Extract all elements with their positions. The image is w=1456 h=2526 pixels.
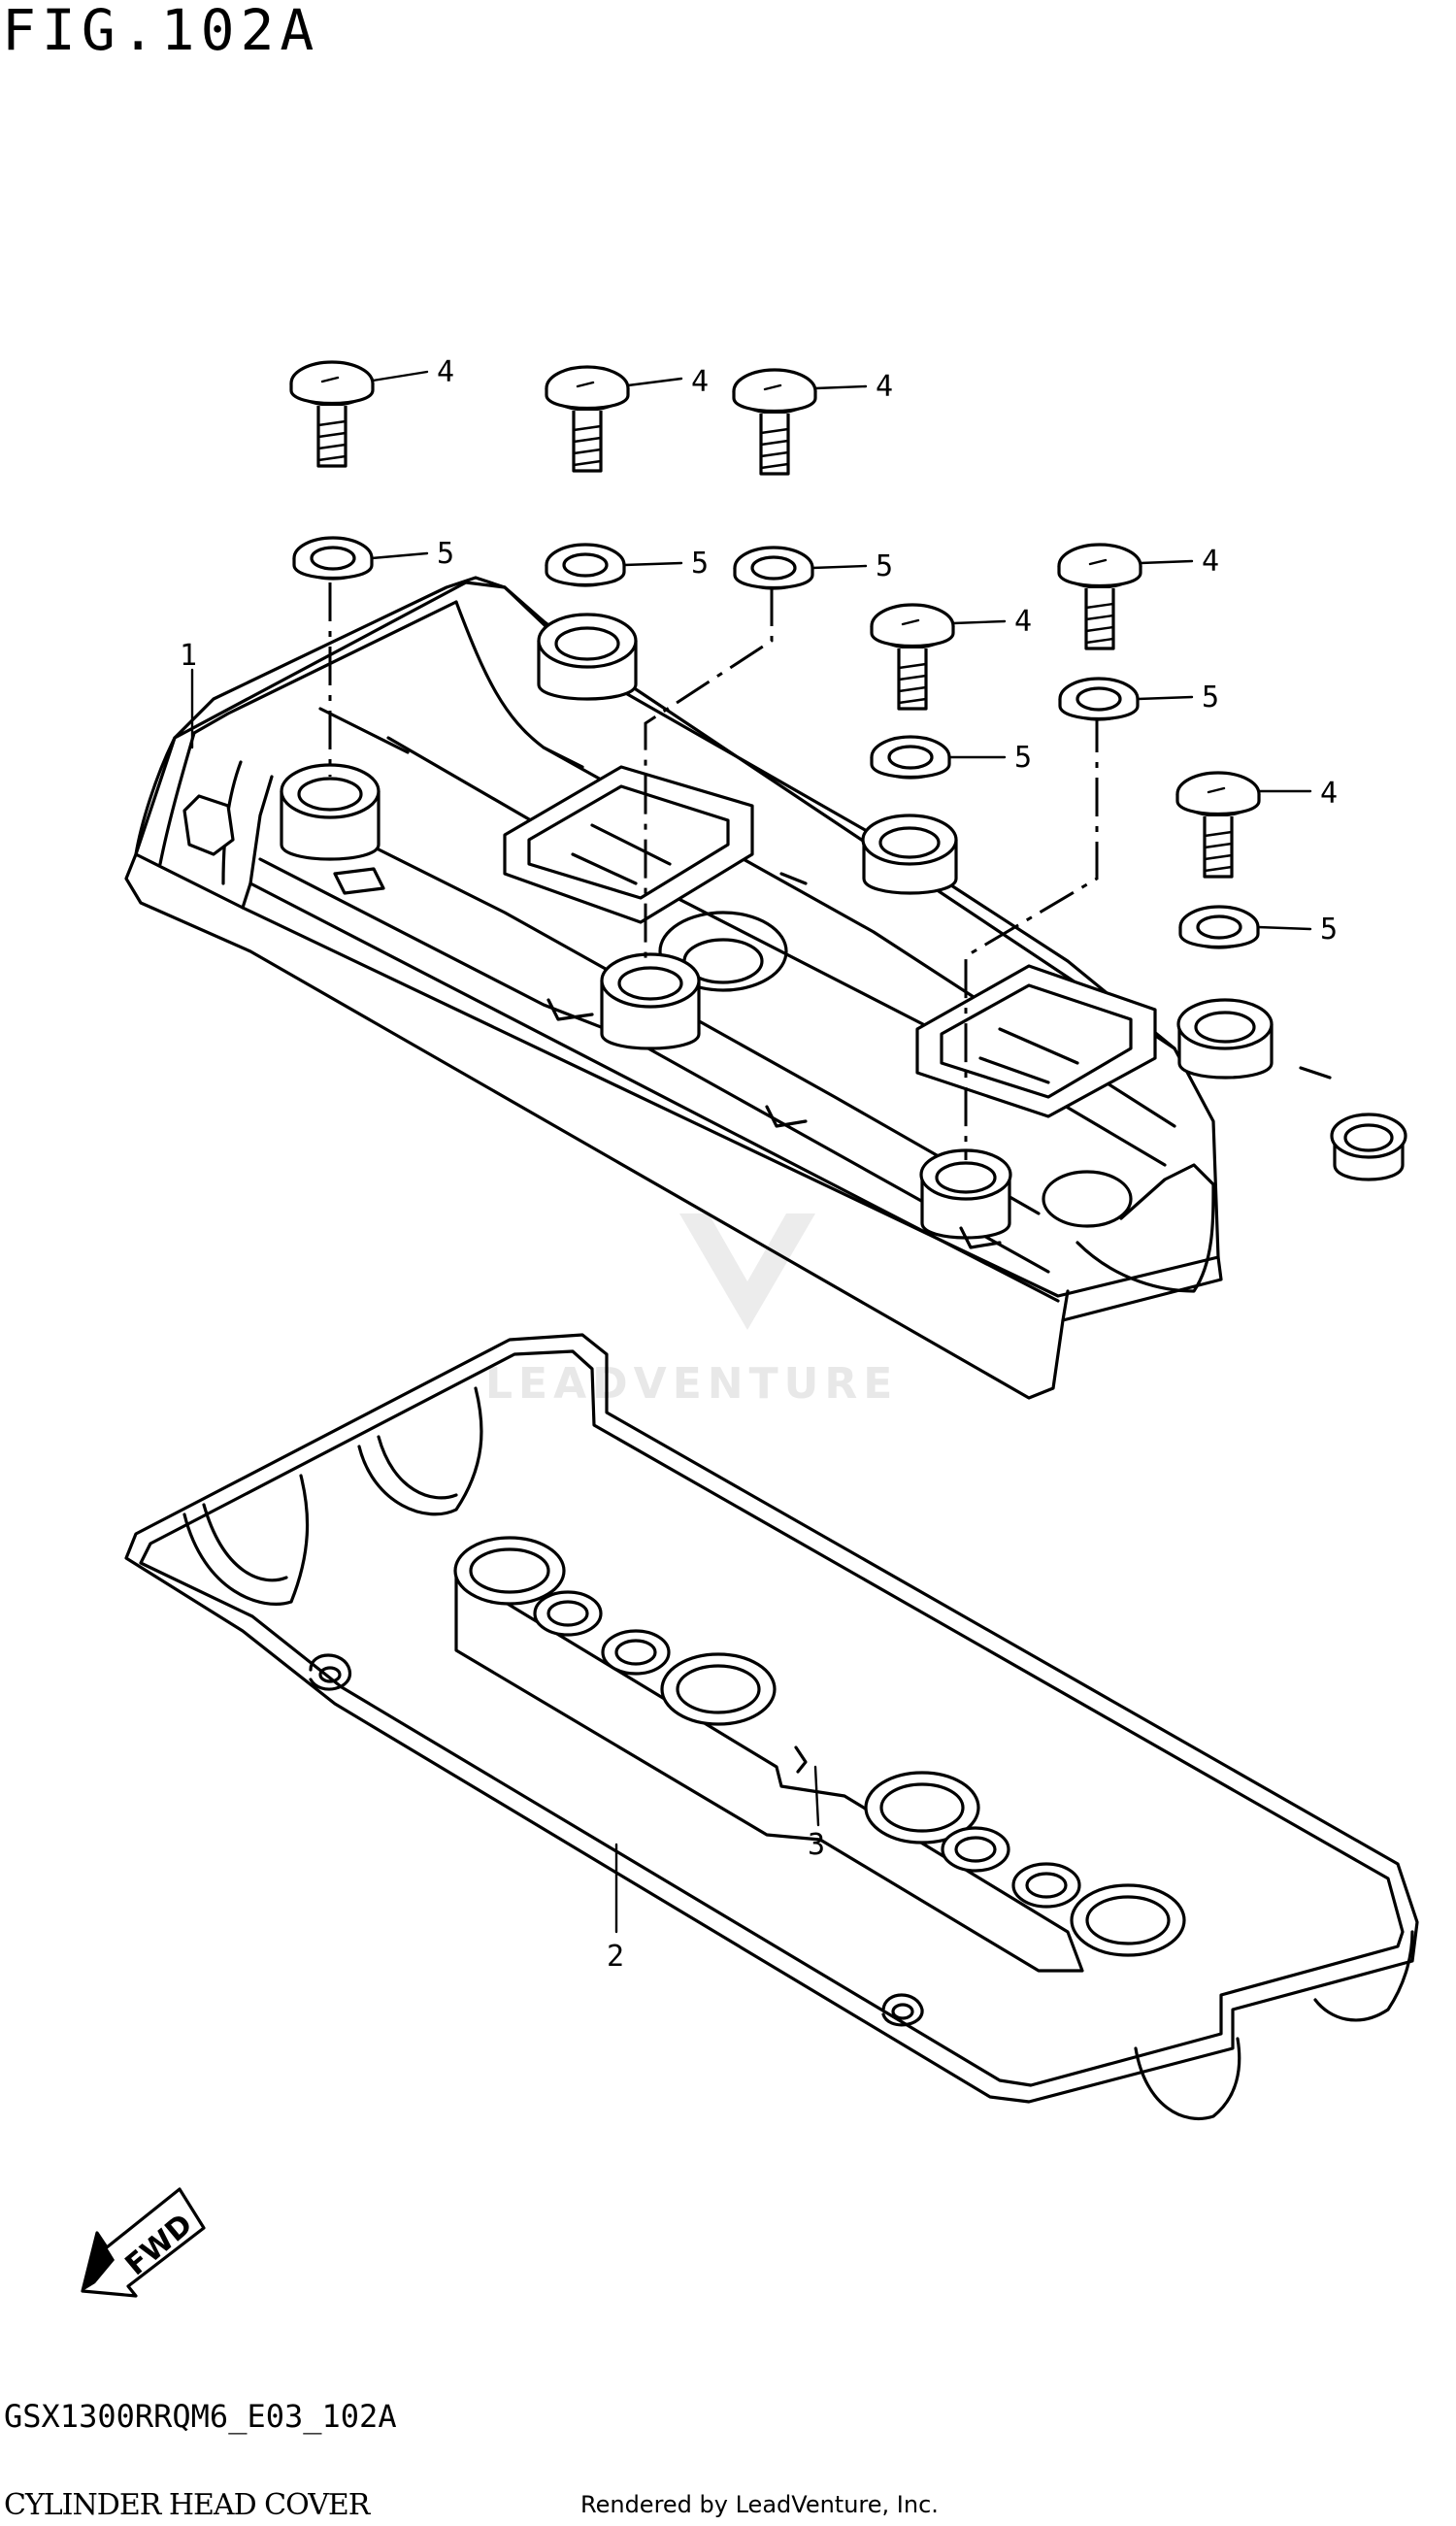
bolt-boss [600,952,701,1050]
assembly-centerlines [328,582,1099,1160]
washer-5-b [545,543,626,587]
bolt-4-e [870,603,955,711]
gasket-ring [941,1826,1010,1873]
spark-plug-hole-gasket [453,1536,1186,1973]
gasket-ring [660,1652,777,1726]
bolt-4-b [545,365,630,473]
bolt-boss [1176,998,1274,1080]
callout-4: 4 [876,370,893,404]
callout-4: 4 [691,365,709,399]
callout-5: 5 [1014,741,1032,775]
gasket-ring [864,1771,980,1845]
callout-1: 1 [180,639,197,673]
figure-title: FIG.102A [2,0,320,63]
callout-3: 3 [808,1828,825,1862]
callout-5: 5 [1202,681,1219,715]
callout-5: 5 [1320,913,1338,947]
washer-5-e [870,735,951,780]
gasket-ring [601,1629,671,1676]
callout-5: 5 [437,537,454,571]
bolt-4-a [289,360,375,468]
bolt-boss [280,763,381,861]
bolt-boss [537,613,638,701]
callout-4: 4 [1202,545,1219,579]
watermark-text: LEADVENTURE [485,1359,898,1409]
bolt-4-d [1057,543,1142,650]
callout-4: 4 [437,355,454,389]
callout-4: 4 [1320,777,1338,811]
callout-5: 5 [691,547,709,581]
bolt-4-f [1175,771,1261,879]
bolt-4-c [732,368,817,476]
gasket-ring [533,1590,603,1637]
rendered-by-credit: Rendered by LeadVenture, Inc. [580,2491,939,2518]
cylinder-head-cover-gasket [124,1333,1419,2121]
washer-5-c [733,546,814,590]
figure-code: GSX1300RRQM6_E03_102A [4,2398,397,2435]
callout-labels: 4 4 4 4 4 4 5 5 5 5 5 5 1 2 3 [180,355,1338,1974]
callout-2: 2 [607,1940,624,1974]
gasket-ring [1070,1883,1186,1957]
washer-5-d [1058,677,1140,721]
leadventure-watermark: LEADVENTURE [485,1213,898,1409]
cylinder-head-cover [124,576,1407,1400]
washer-5-f [1178,905,1260,949]
leader-lines [190,370,1312,1934]
gasket-ring [1011,1862,1081,1909]
gasket-ring [453,1536,566,1606]
bolt-boss [919,1148,1012,1240]
callout-5: 5 [876,549,893,583]
washer-5-a [292,536,374,581]
bolt-boss [1330,1113,1407,1181]
figure-name: CYLINDER HEAD COVER [4,2488,370,2522]
forward-direction-arrow: FWD [81,2187,206,2298]
bolt-boss [861,814,958,895]
callout-4: 4 [1014,605,1032,639]
